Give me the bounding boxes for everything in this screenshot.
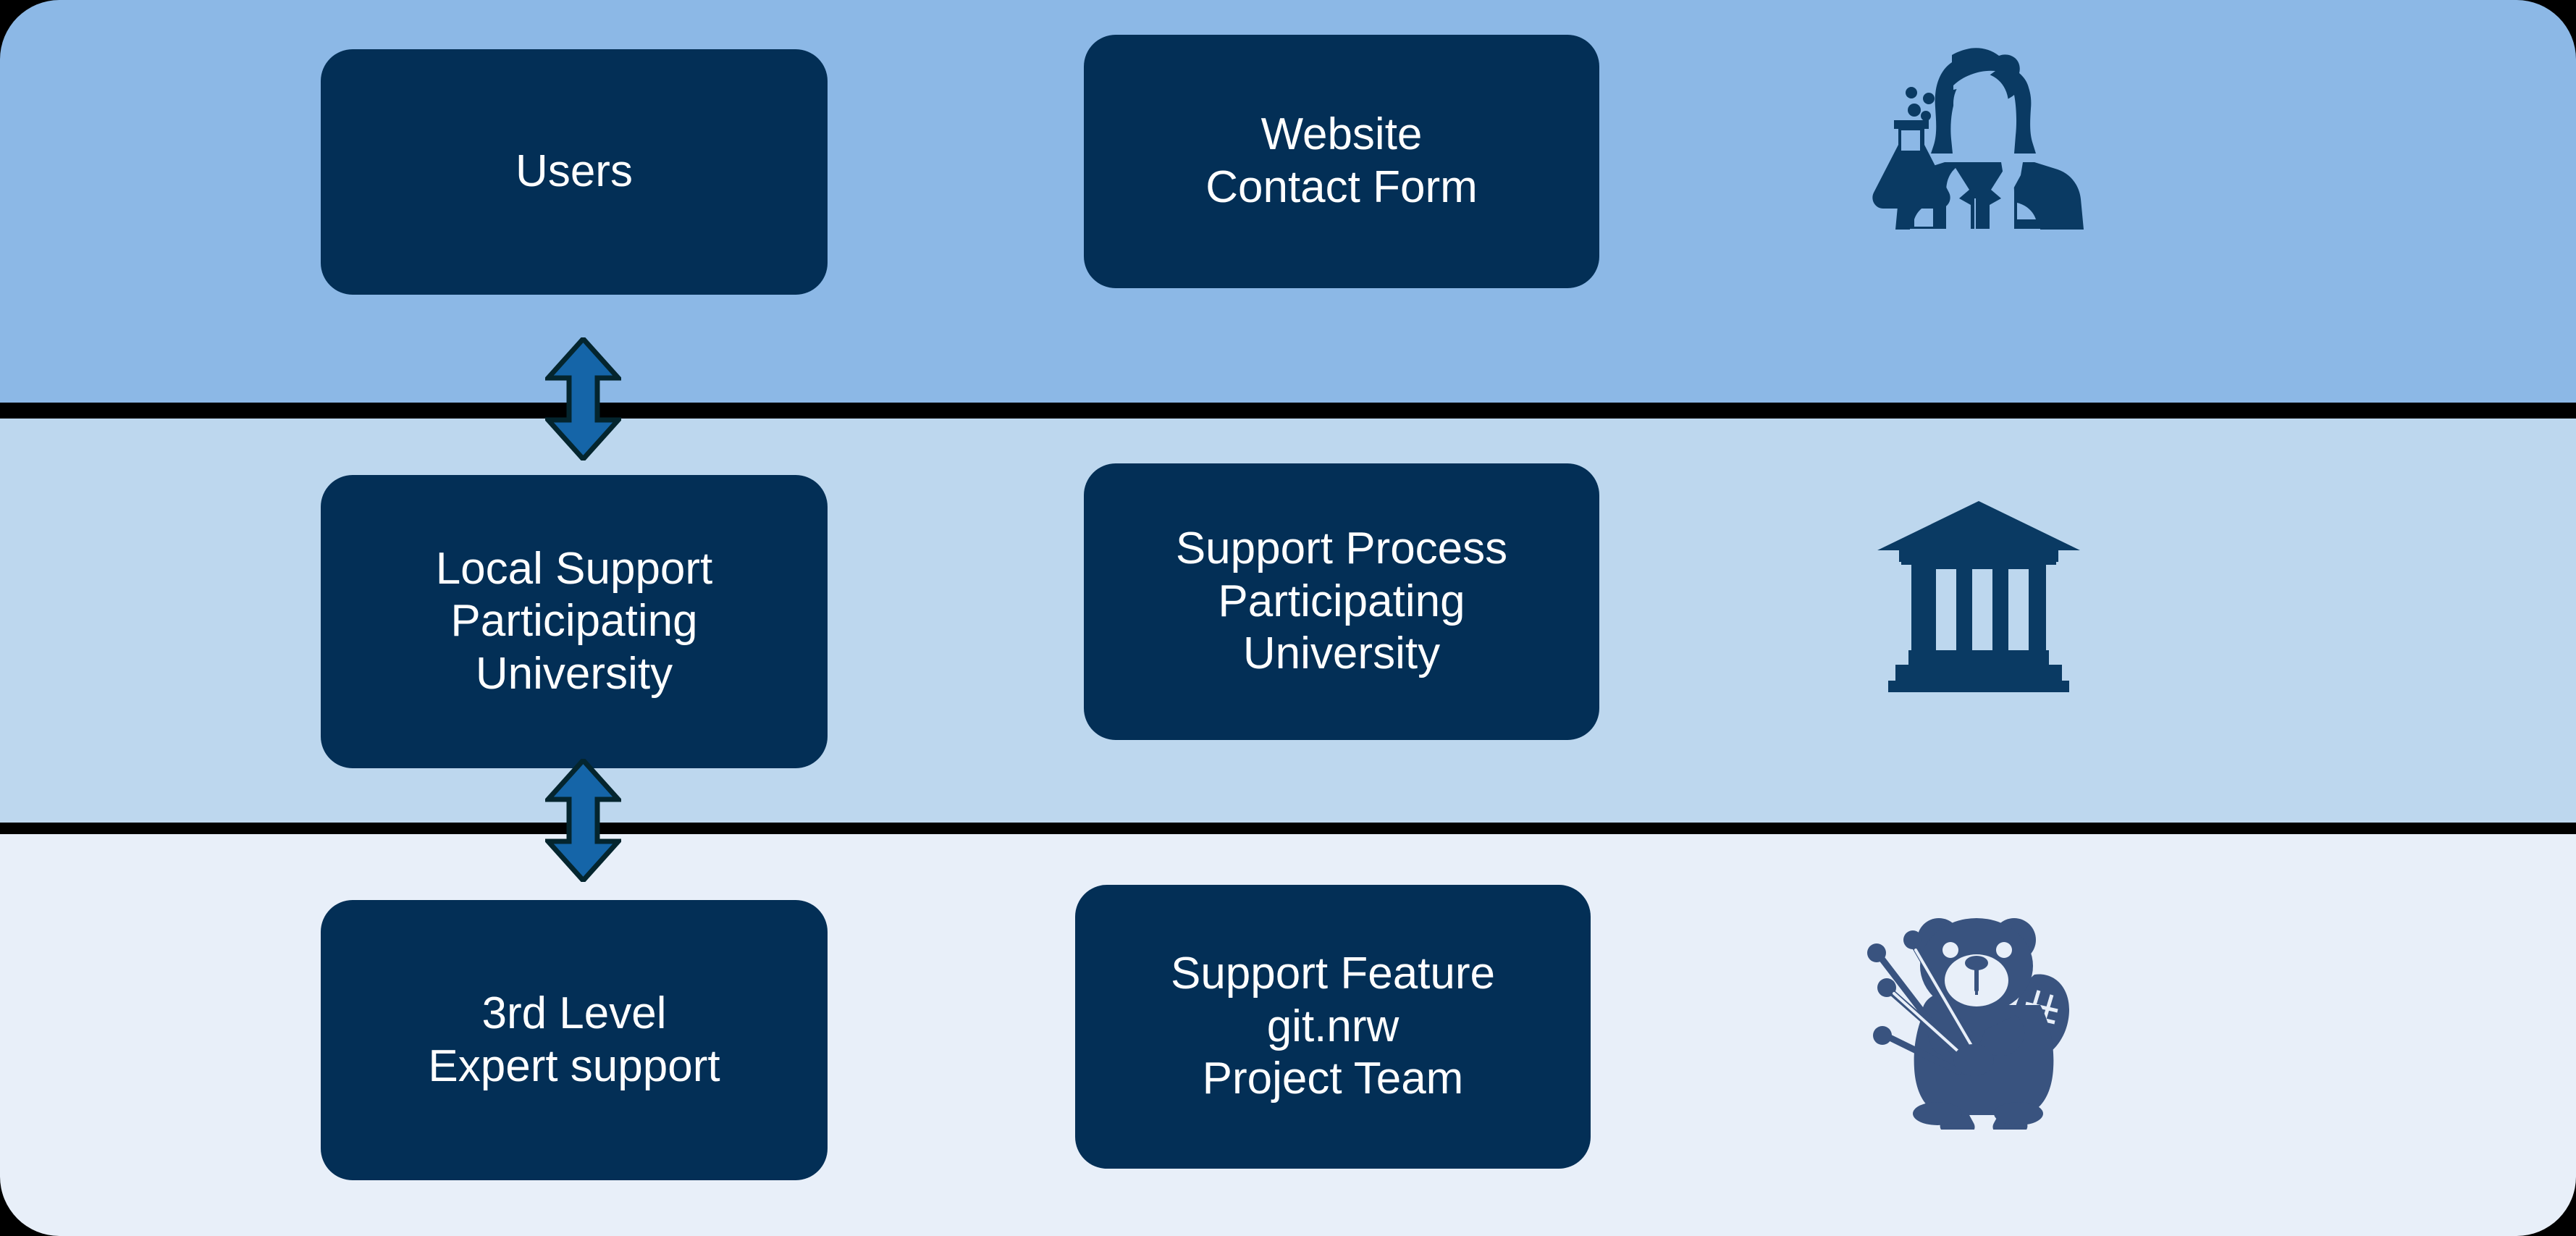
node-website-contact-form[interactable]: Website Contact Form [1084,35,1599,288]
beaver-mascot-icon [1858,905,2075,1130]
node-local-support-participating-university[interactable]: Local Support Participating University [321,475,828,768]
node-users[interactable]: Users [321,49,828,295]
double-arrow-icon-level2-level3 [545,759,621,882]
node-support-feature-git-nrw-project-team[interactable]: Support Feature git.nrw Project Team [1075,885,1591,1169]
node-3rd-level-expert-support[interactable]: 3rd Level Expert support [321,900,828,1180]
institution-icon [1874,500,2084,695]
double-arrow-icon-level1-level2 [545,337,621,461]
scientist-icon [1866,35,2084,252]
node-support-process-participating-university[interactable]: Support Process Participating University [1084,463,1599,740]
